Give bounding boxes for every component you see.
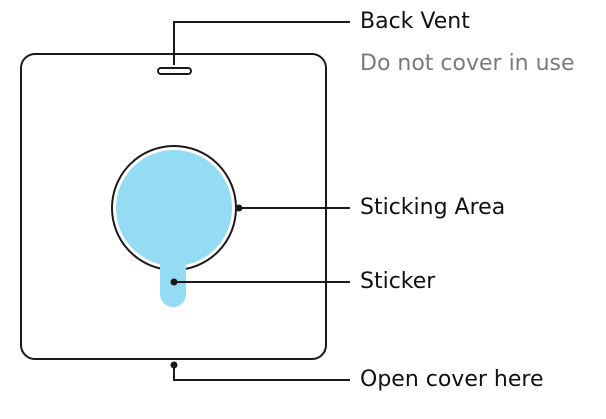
back-vent-slot <box>157 67 192 75</box>
sticker-leader-dot <box>170 278 178 286</box>
open-cover-leader-dot <box>170 361 178 369</box>
open-cover-label: Open cover here <box>360 367 544 392</box>
open-cover-leader <box>173 365 350 381</box>
sticker-label: Sticker <box>360 269 436 294</box>
vent-warning-label: Do not cover in use <box>360 51 575 76</box>
back-vent-label: Back Vent <box>360 9 470 34</box>
back-vent-leader <box>173 21 350 65</box>
sticking-area-label: Sticking Area <box>360 195 506 220</box>
sticking-area-leader-dot <box>235 204 243 212</box>
sticking-area-fill <box>116 150 232 266</box>
